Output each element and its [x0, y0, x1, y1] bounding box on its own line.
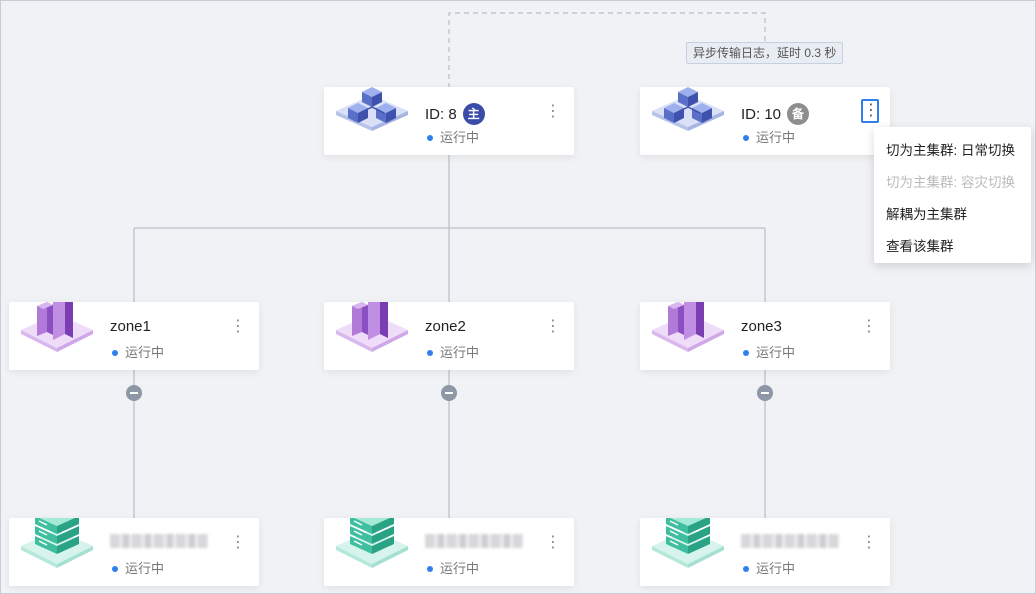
status-dot-icon [112, 565, 118, 572]
server-card[interactable]: 运行中 ⋮ [324, 518, 574, 586]
cluster-card-standby[interactable]: ID: 10 备 运行中 ⋮ [640, 87, 890, 155]
menu-item-switch-daily[interactable]: 切为主集群: 日常切换 [886, 143, 1016, 158]
zone-name: zone3 [741, 318, 782, 335]
server-icon [20, 518, 94, 569]
status-dot-icon [112, 349, 118, 356]
status-dot-icon [427, 134, 433, 141]
cluster-id: ID: 10 [741, 105, 782, 123]
more-options-icon[interactable]: ⋮ [861, 534, 877, 551]
more-options-icon[interactable]: ⋮ [861, 99, 879, 123]
cluster-id: ID: 8 [425, 105, 457, 123]
status-dot-icon [743, 349, 749, 356]
zone-card[interactable]: zone3 运行中 ⋮ [640, 302, 890, 370]
primary-badge: 主 [462, 103, 485, 125]
zone-icon [21, 302, 93, 352]
status-dot-icon [427, 565, 433, 572]
server-icon [335, 518, 409, 569]
menu-item-decouple[interactable]: 解耦为主集群 [886, 207, 967, 222]
server-card[interactable]: 运行中 ⋮ [640, 518, 890, 586]
more-options-icon[interactable]: ⋮ [545, 534, 561, 551]
zone-icon [652, 302, 724, 352]
standby-badge: 备 [787, 103, 810, 125]
status-dot-icon [427, 349, 433, 356]
cluster-context-menu: 切为主集群: 日常切换 切为主集群: 容灾切换 解耦为主集群 查看该集群 [874, 127, 1031, 263]
more-options-icon[interactable]: ⋮ [230, 534, 246, 551]
status-dot-icon [743, 134, 749, 141]
cluster-title: ID: 8 主 [425, 103, 485, 125]
more-options-icon[interactable]: ⋮ [545, 103, 561, 120]
cluster-icon [335, 87, 409, 132]
server-icon [651, 518, 725, 569]
server-address-redacted [110, 534, 208, 548]
server-status: 运行中 [112, 558, 164, 577]
zone-card[interactable]: zone1 运行中 ⋮ [9, 302, 259, 370]
zone-status: 运行中 [112, 342, 164, 361]
zone-name: zone1 [110, 318, 151, 335]
cluster-icon [651, 87, 725, 132]
zone-status: 运行中 [427, 342, 479, 361]
more-options-icon[interactable]: ⋮ [230, 318, 246, 335]
server-card[interactable]: 运行中 ⋮ [9, 518, 259, 586]
cluster-status: 运行中 [427, 127, 479, 146]
more-options-icon[interactable]: ⋮ [545, 318, 561, 335]
menu-item-view-cluster[interactable]: 查看该集群 [886, 239, 954, 254]
more-options-icon[interactable]: ⋮ [861, 318, 877, 335]
redacted-text [425, 534, 523, 548]
server-status: 运行中 [743, 558, 795, 577]
zone-name: zone2 [425, 318, 466, 335]
cluster-status: 运行中 [743, 127, 795, 146]
collapse-toggle-icon[interactable] [441, 385, 457, 401]
server-address-redacted [425, 534, 523, 548]
redacted-text [741, 534, 839, 548]
replication-tooltip: 异步传输日志，延时 0.3 秒 [686, 42, 844, 64]
zone-icon [336, 302, 408, 352]
cluster-card-primary[interactable]: ID: 8 主 运行中 ⋮ [324, 87, 574, 155]
zone-card[interactable]: zone2 运行中 ⋮ [324, 302, 574, 370]
status-dot-icon [743, 565, 749, 572]
collapse-toggle-icon[interactable] [126, 385, 142, 401]
server-address-redacted [741, 534, 839, 548]
redacted-text [110, 534, 208, 548]
cluster-title: ID: 10 备 [741, 103, 810, 125]
server-status: 运行中 [427, 558, 479, 577]
menu-item-switch-disaster: 切为主集群: 容灾切换 [886, 175, 1016, 190]
collapse-toggle-icon[interactable] [757, 385, 773, 401]
zone-status: 运行中 [743, 342, 795, 361]
